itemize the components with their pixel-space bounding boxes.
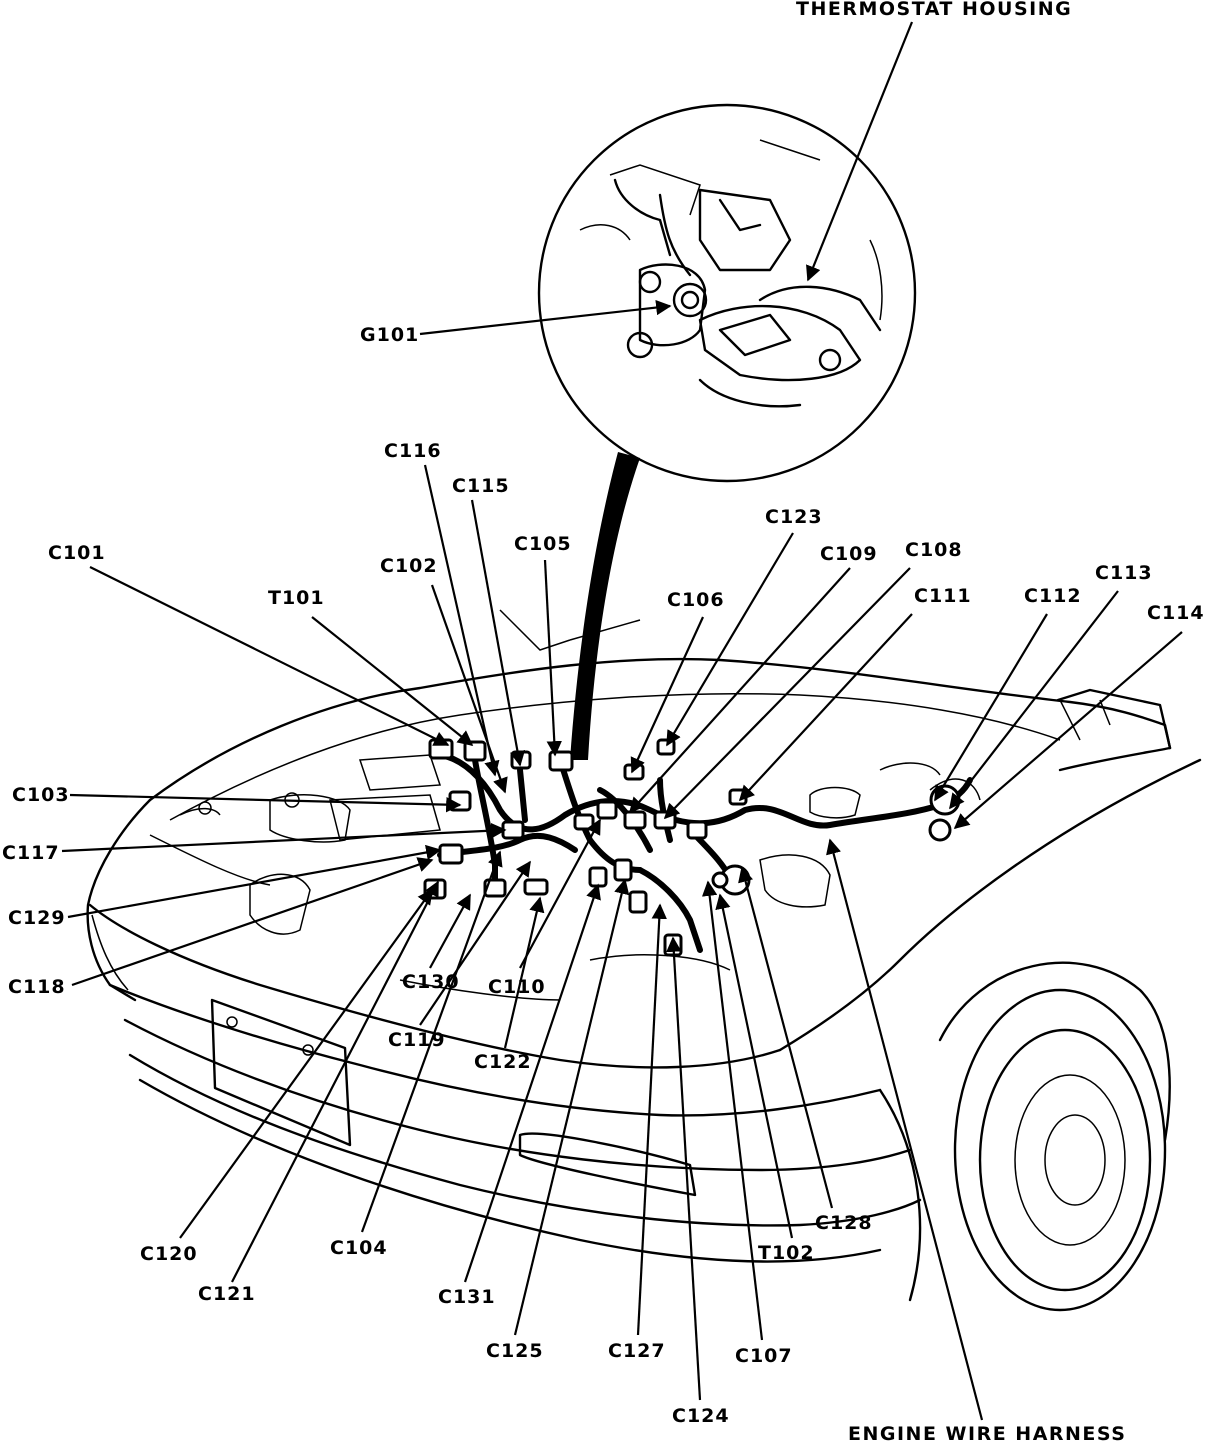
label-c109: C109 [820, 543, 878, 565]
leader-lines [61, 21, 1183, 1421]
label-c106: C106 [667, 589, 725, 611]
label-c110: C110 [488, 976, 546, 998]
label-thermostat-housing: THERMOSTAT HOUSING [796, 0, 1072, 20]
label-c104: C104 [330, 1237, 388, 1259]
label-c115: C115 [452, 475, 510, 497]
label-c101: C101 [48, 542, 106, 564]
label-c122: C122 [474, 1051, 532, 1073]
label-c128: C128 [815, 1212, 873, 1234]
label-c116: C116 [384, 440, 442, 462]
label-c129: C129 [8, 907, 66, 929]
label-c131: C131 [438, 1286, 496, 1308]
label-engine-wire-harness: ENGINE WIRE HARNESS [848, 1423, 1126, 1442]
label-c108: C108 [905, 539, 963, 561]
wire-harness [423, 738, 981, 957]
label-c121: C121 [198, 1283, 256, 1305]
label-g101: G101 [360, 324, 419, 346]
label-c119: C119 [388, 1029, 446, 1051]
label-c120: C120 [140, 1243, 198, 1265]
label-c118: C118 [8, 976, 66, 998]
label-t102: T102 [758, 1242, 815, 1264]
label-c111: C111 [914, 585, 972, 607]
label-c125: C125 [486, 1340, 544, 1362]
inset-pointer [570, 452, 640, 760]
label-c103: C103 [12, 784, 70, 806]
label-c123: C123 [765, 506, 823, 528]
label-c102: C102 [380, 555, 438, 577]
label-c107: C107 [735, 1345, 793, 1367]
label-c114: C114 [1147, 602, 1205, 624]
label-c113: C113 [1095, 562, 1153, 584]
label-c130: C130 [402, 971, 460, 993]
label-c127: C127 [608, 1340, 666, 1362]
label-t101: T101 [268, 587, 325, 609]
thermostat-inset [537, 103, 917, 483]
label-c112: C112 [1024, 585, 1082, 607]
label-c124: C124 [672, 1405, 730, 1427]
label-c117: C117 [2, 842, 60, 864]
label-c105: C105 [514, 533, 572, 555]
